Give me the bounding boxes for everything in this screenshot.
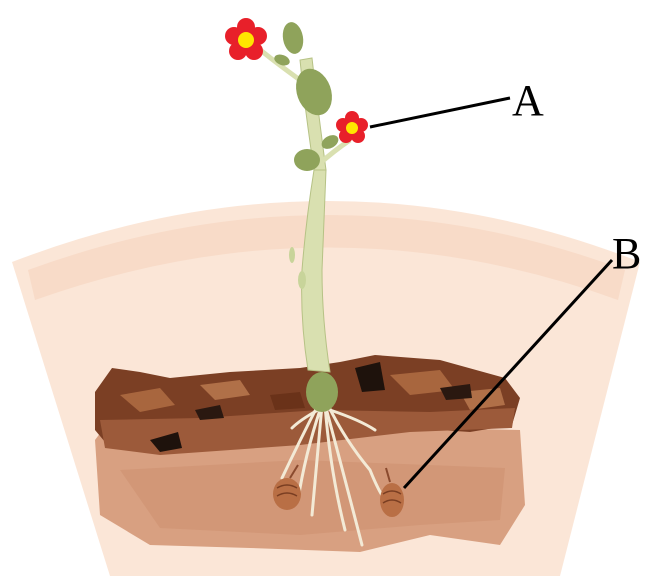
flower-lower xyxy=(336,111,368,143)
label-a: A xyxy=(512,76,544,125)
flower-upper xyxy=(225,18,267,60)
stem-base xyxy=(306,372,338,412)
leader-line-a xyxy=(370,98,510,127)
label-b: B xyxy=(612,229,641,278)
